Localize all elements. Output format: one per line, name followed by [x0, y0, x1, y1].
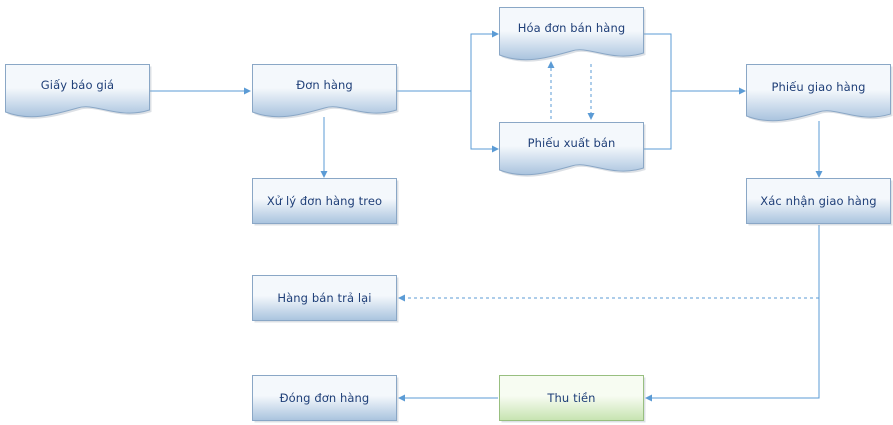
- node-quote[interactable]: Giấy báo giá: [5, 64, 152, 119]
- node-pending-shape: [252, 178, 399, 226]
- node-invoice-shape: [499, 7, 646, 62]
- node-order[interactable]: Đơn hàng: [252, 64, 399, 119]
- node-returns-label: Hàng bán trả lại: [277, 291, 372, 305]
- node-issue[interactable]: Phiếu xuất bán: [499, 122, 646, 177]
- node-invoice-label: Hóa đơn bán hàng: [517, 21, 626, 35]
- node-invoice[interactable]: Hóa đơn bán hàng: [499, 7, 646, 62]
- node-pending[interactable]: Xử lý đơn hàng treo: [252, 178, 399, 226]
- node-delivery-shape: [746, 64, 893, 123]
- node-returns-shape: [252, 275, 399, 323]
- connector-fork-to-invoice: [470, 30, 499, 91]
- node-confirm-shape: [746, 178, 893, 226]
- node-quote-shape: [5, 64, 152, 119]
- node-delivery[interactable]: Phiếu giao hàng: [746, 64, 893, 123]
- node-quote-label: Giấy báo giá: [40, 78, 115, 92]
- node-payment-label: Thu tiền: [547, 391, 596, 405]
- node-order-label: Đơn hàng: [296, 78, 353, 92]
- node-returns[interactable]: Hàng bán trả lại: [252, 275, 399, 323]
- node-confirm[interactable]: Xác nhận giao hàng: [746, 178, 893, 226]
- node-close-label: Đóng đơn hàng: [279, 391, 370, 405]
- node-payment[interactable]: Thu tiền: [499, 375, 646, 423]
- node-delivery-label: Phiếu giao hàng: [771, 80, 866, 94]
- connector-invoice-to-join: [644, 33, 672, 150]
- node-payment-shape: [499, 375, 646, 423]
- connector-fork-to-issue: [470, 91, 499, 153]
- node-issue-label: Phiếu xuất bán: [527, 136, 616, 150]
- node-issue-shape: [499, 122, 646, 177]
- node-close-shape: [252, 375, 399, 423]
- node-close[interactable]: Đóng đơn hàng: [252, 375, 399, 423]
- node-order-shape: [252, 64, 399, 119]
- connector-confirm-to-payment: [645, 225, 820, 402]
- node-pending-label: Xử lý đơn hàng treo: [266, 194, 383, 208]
- node-confirm-label: Xác nhận giao hàng: [760, 194, 877, 208]
